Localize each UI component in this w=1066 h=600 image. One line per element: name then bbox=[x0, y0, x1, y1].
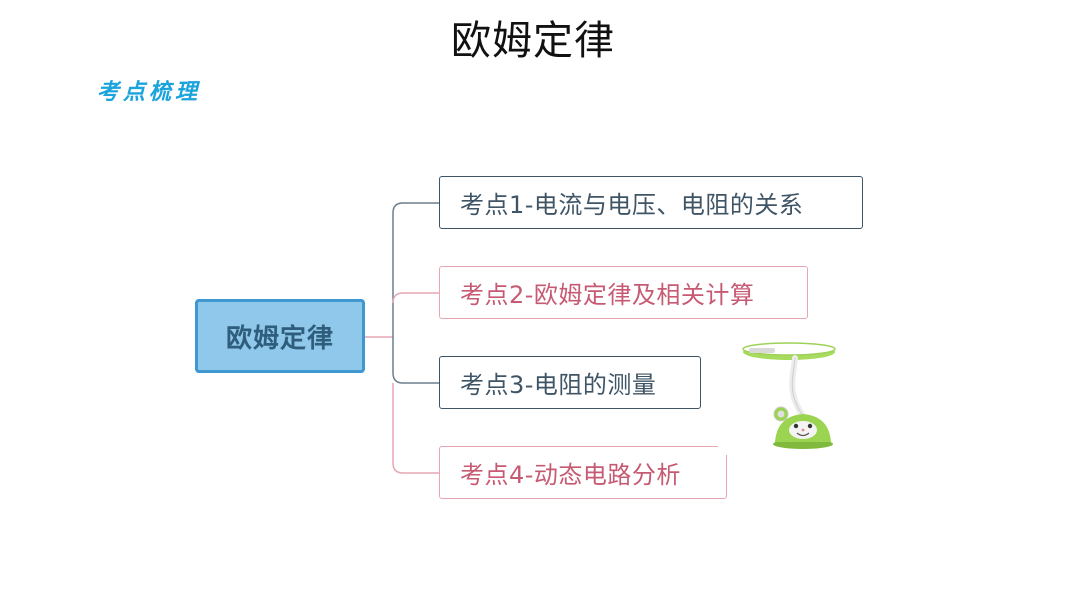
branch-topic-3: 考点3-电阻的测量 bbox=[439, 356, 701, 409]
branch-topic-4: 考点4-动态电路分析 bbox=[439, 445, 728, 499]
connector-branch-1 bbox=[392, 202, 439, 337]
slide-title: 欧姆定律 bbox=[451, 18, 615, 64]
connector-branch-3 bbox=[392, 337, 439, 384]
connector-branch-2 bbox=[392, 292, 439, 304]
branch-topic-1: 考点1-电流与电压、电阻的关系 bbox=[439, 176, 863, 229]
branch-topic-2: 考点2-欧姆定律及相关计算 bbox=[439, 266, 808, 319]
mindmap-root-node: 欧姆定律 bbox=[195, 299, 365, 373]
desk-lamp-illustration bbox=[742, 342, 836, 449]
connector-branch-4 bbox=[392, 383, 439, 474]
section-label: 考点梳理 bbox=[97, 79, 202, 105]
